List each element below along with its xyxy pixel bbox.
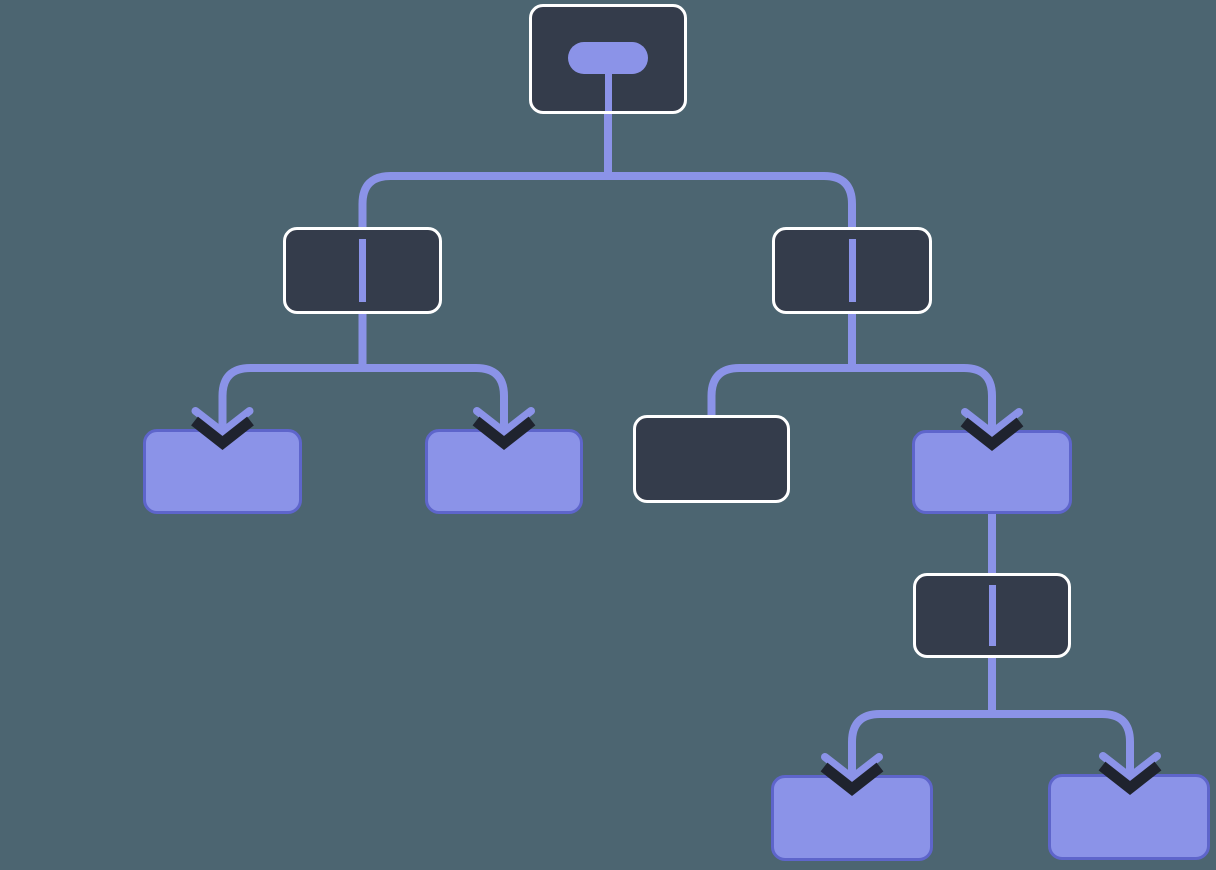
edge-right-fork xyxy=(707,364,996,428)
arrow-into-leaf-2-down-icon xyxy=(472,407,536,450)
empty-dark-node xyxy=(633,415,790,503)
arrow-into-leaf-5-down-icon xyxy=(1098,752,1162,795)
chevron-dark-icon xyxy=(820,762,884,796)
root-node xyxy=(529,4,687,114)
chevron-purple-icon xyxy=(961,408,1023,437)
vertical-line-glyph xyxy=(359,239,366,302)
pill-stem-glyph xyxy=(604,74,612,111)
branch-node-left xyxy=(283,227,442,314)
vertical-line-glyph xyxy=(848,239,856,302)
vertical-line-glyph xyxy=(988,585,996,646)
branch-node-right xyxy=(772,227,932,314)
pill-glyph-icon xyxy=(568,42,648,74)
leaf-node-3 xyxy=(912,430,1072,514)
edge-bottom-fork xyxy=(848,710,1134,773)
leaf-node-1 xyxy=(143,429,302,514)
chevron-purple-icon xyxy=(191,407,254,436)
arrow-into-leaf-3-down-icon xyxy=(960,408,1024,451)
leaf-node-5 xyxy=(1048,774,1210,860)
edge-root-fork xyxy=(358,172,856,229)
arrow-into-leaf-1-down-icon xyxy=(191,407,254,450)
chevron-dark-icon xyxy=(960,417,1024,451)
chevron-purple-icon xyxy=(473,407,535,436)
leaf-node-2 xyxy=(425,429,583,514)
chevron-dark-icon xyxy=(1098,761,1162,795)
edge-left-fork xyxy=(218,364,508,427)
chevron-dark-icon xyxy=(191,416,254,450)
chevron-purple-icon xyxy=(821,753,883,782)
chevron-purple-icon xyxy=(1099,752,1161,781)
leaf-node-4 xyxy=(771,775,933,861)
arrow-into-leaf-4-down-icon xyxy=(820,753,884,796)
branch-node-bottom xyxy=(913,573,1071,658)
chevron-dark-icon xyxy=(472,416,536,450)
